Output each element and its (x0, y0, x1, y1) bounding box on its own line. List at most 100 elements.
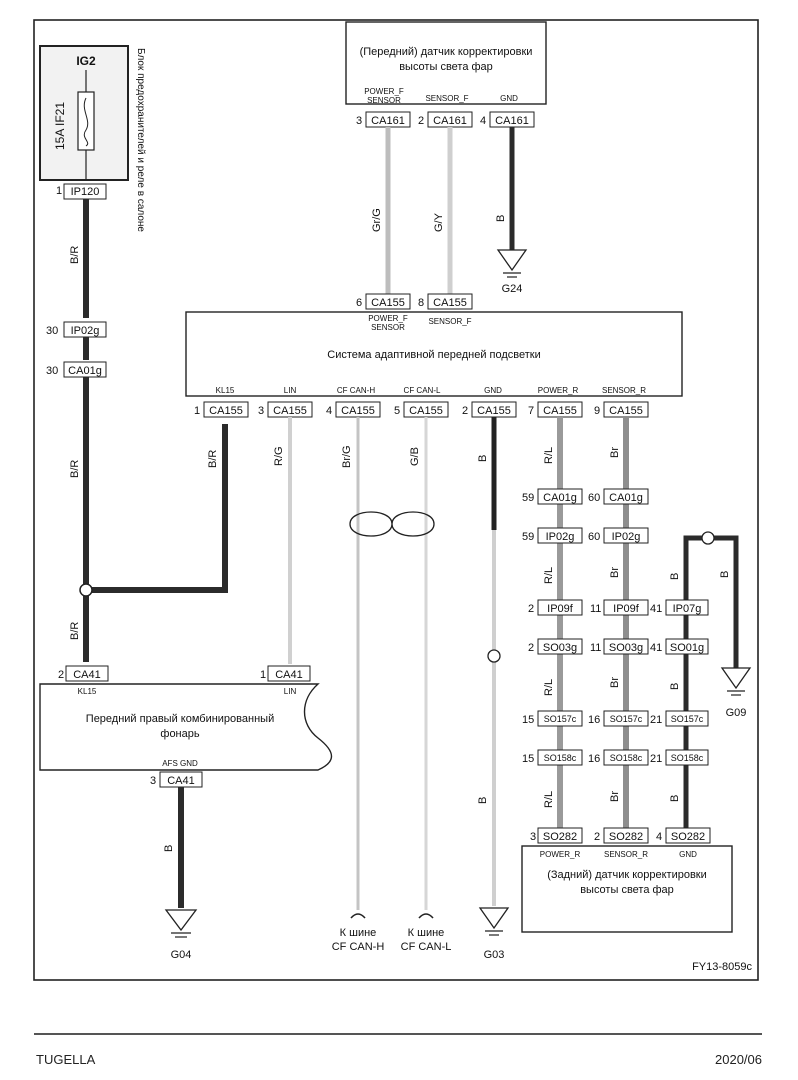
svg-text:B: B (669, 573, 681, 580)
svg-text:11: 11 (590, 603, 601, 615)
footer-date: 2020/06 (715, 1052, 762, 1067)
footer-model: TUGELLA (36, 1052, 96, 1067)
svg-text:9: 9 (594, 405, 600, 417)
svg-text:CA01g: CA01g (543, 492, 577, 504)
ip02g-pin: 30 (46, 325, 58, 337)
svg-text:R/L: R/L (543, 679, 555, 696)
svg-text:POWER_F: POWER_F (364, 87, 404, 96)
so282-connector-4: SO282 (671, 831, 705, 843)
svg-text:CA155: CA155 (543, 405, 577, 417)
wire-label-g-b: G/B (409, 447, 421, 466)
ca155-connector-6: CA155 (371, 297, 405, 309)
can-h-label-2: CF CAN-H (332, 941, 385, 953)
so282-connector-3: SO282 (543, 831, 577, 843)
diagram-code: FY13-8059c (692, 961, 752, 973)
svg-text:B: B (719, 571, 731, 578)
diagram-frame (33, 19, 759, 981)
svg-text:41: 41 (650, 642, 662, 654)
svg-text:SO03g: SO03g (543, 642, 577, 654)
svg-text:2: 2 (418, 115, 424, 127)
svg-text:SO158c: SO158c (544, 753, 577, 763)
svg-text:60: 60 (588, 531, 600, 543)
svg-text:15: 15 (522, 714, 534, 726)
can-l-label-1: К шине (408, 927, 445, 939)
svg-text:16: 16 (588, 714, 600, 726)
can-l-label-2: CF CAN-L (401, 941, 452, 953)
ground-label-g24: G24 (502, 283, 523, 295)
fuse-icon (77, 91, 95, 151)
svg-text:SENSOR: SENSOR (367, 96, 401, 105)
svg-text:LIN: LIN (284, 687, 297, 696)
svg-text:POWER_R: POWER_R (538, 386, 579, 395)
svg-text:1: 1 (194, 405, 200, 417)
svg-text:CF CAN-L: CF CAN-L (404, 386, 441, 395)
svg-text:Br: Br (609, 791, 621, 802)
svg-text:GND: GND (679, 850, 697, 859)
wire-label-r-g: R/G (273, 446, 285, 466)
svg-text:R/L: R/L (543, 791, 555, 808)
afs-module: POWER_F SENSOR SENSOR_F Система адаптивн… (185, 311, 683, 397)
so282-connector-2: SO282 (609, 831, 643, 843)
svg-text:LIN: LIN (284, 386, 297, 395)
svg-text:фонарь: фонарь (160, 728, 199, 740)
svg-text:R/L: R/L (543, 447, 555, 464)
svg-text:CA155: CA155 (209, 405, 243, 417)
rear-power-chain: R/L R/L R/L R/L 59 CA01g 59 IP02g 2 IP09… (522, 417, 583, 830)
wire-label-kl15: B/R (207, 450, 219, 468)
svg-text:1: 1 (260, 669, 266, 681)
svg-text:высоты света фар: высоты света фар (580, 884, 674, 896)
wire-label-b-front-gnd: B (495, 215, 507, 222)
can-h-label-1: К шине (340, 927, 377, 939)
ground-icon-g09 (720, 667, 752, 696)
fuse-box: IG2 15A IF21 Блок предохранителей и реле… (39, 45, 146, 232)
svg-text:8: 8 (418, 297, 424, 309)
svg-text:SO157c: SO157c (544, 714, 577, 724)
svg-text:GND: GND (484, 386, 502, 395)
svg-text:AFS GND: AFS GND (162, 759, 198, 768)
ca161-connector-3: CA161 (371, 115, 405, 127)
wire-label-g-y: G/Y (433, 212, 445, 232)
svg-text:21: 21 (650, 753, 662, 765)
svg-text:7: 7 (528, 405, 534, 417)
svg-text:4: 4 (326, 405, 332, 417)
svg-text:59: 59 (522, 531, 534, 543)
ca41-connector-2: CA41 (73, 669, 101, 681)
rear-sensor-chain: Br Br Br Br 60 CA01g 60 IP02g 11 IP09f 1… (588, 417, 649, 830)
svg-text:SO157c: SO157c (610, 714, 643, 724)
fuse-feed-label: IG2 (76, 54, 96, 68)
svg-text:CF CAN-H: CF CAN-H (337, 386, 375, 395)
svg-text:Передний правый комбинированны: Передний правый комбинированный (86, 713, 274, 725)
splice-point-g03 (487, 649, 501, 663)
fuse-rating-label: 15A IF21 (53, 102, 67, 150)
ground-icon-g03 (478, 907, 510, 936)
svg-text:11: 11 (590, 642, 601, 654)
afs-module-title: Система адаптивной передней подсветки (327, 349, 541, 361)
svg-text:R/L: R/L (543, 567, 555, 584)
wire-label-gr-g: Gr/G (371, 208, 383, 232)
ca161-connector-2: CA161 (433, 115, 467, 127)
svg-text:59: 59 (522, 492, 534, 504)
ip02g-connector: IP02g (71, 325, 100, 337)
svg-text:2: 2 (462, 405, 468, 417)
ca155-connector-8: CA155 (433, 297, 467, 309)
can-h-arrow-icon (350, 913, 366, 919)
svg-text:IP09f: IP09f (613, 603, 640, 615)
ca41-connector-1: CA41 (275, 669, 303, 681)
svg-text:2: 2 (528, 642, 534, 654)
ground-label-g03: G03 (484, 949, 505, 961)
svg-text:2: 2 (58, 669, 64, 681)
svg-text:POWER_R: POWER_R (540, 850, 581, 859)
wire-label-b-r-1: B/R (69, 246, 81, 264)
twisted-pair-icon (349, 511, 435, 537)
wire-label-b-r-3: B/R (69, 622, 81, 640)
fuse-box-name: Блок предохранителей и реле в салоне (135, 48, 146, 232)
svg-text:SO03g: SO03g (609, 642, 643, 654)
svg-text:IP02g: IP02g (546, 531, 575, 543)
svg-text:SENSOR_R: SENSOR_R (604, 850, 648, 859)
svg-text:SENSOR_F: SENSOR_F (425, 94, 468, 103)
svg-text:CA01g: CA01g (609, 492, 643, 504)
can-l-arrow-icon (418, 913, 434, 919)
rear-height-sensor: POWER_R SENSOR_R GND (Задний) датчик кор… (521, 845, 733, 933)
wire-label-b-g04: B (163, 845, 175, 852)
svg-text:Br: Br (609, 567, 621, 578)
